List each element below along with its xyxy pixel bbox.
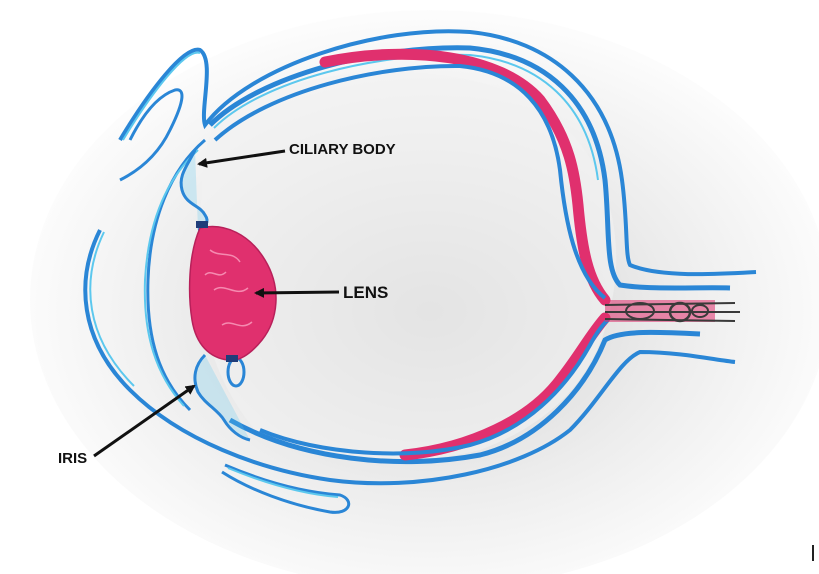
lens-zonule-top (196, 221, 208, 228)
sclera-outer-lower (83, 229, 736, 486)
edge-mark (812, 545, 814, 561)
optic-nerve (604, 300, 740, 323)
ciliary-body-lower (193, 353, 251, 442)
ciliary-body-pointer (197, 149, 286, 168)
lens (188, 225, 277, 362)
upper-eyelid (119, 88, 184, 182)
sclera-band-lower (228, 329, 701, 465)
retina-lower (399, 312, 611, 461)
sclera-outer-upper-light (122, 51, 201, 141)
lens-texture (204, 249, 253, 327)
iris-pointer (93, 384, 196, 458)
lens-pointer (254, 287, 340, 298)
cornea-light (143, 149, 199, 407)
sclera-outer-lower-light (89, 231, 135, 387)
ciliary-body-label: CILIARY BODY (289, 141, 396, 158)
sclera-band-upper-light (213, 53, 599, 181)
lower-eyelid-light (227, 467, 339, 498)
lower-eyelid (221, 463, 351, 514)
retina-upper (319, 48, 611, 306)
choroid-upper (213, 63, 607, 300)
sclera-outer-upper (118, 29, 757, 277)
vitreous-chamber (200, 71, 617, 461)
lens-label: LENS (343, 283, 389, 302)
choroid-lower (259, 318, 610, 456)
iris-label: IRIS (58, 450, 88, 467)
lens-zonule-bottom (226, 355, 238, 362)
